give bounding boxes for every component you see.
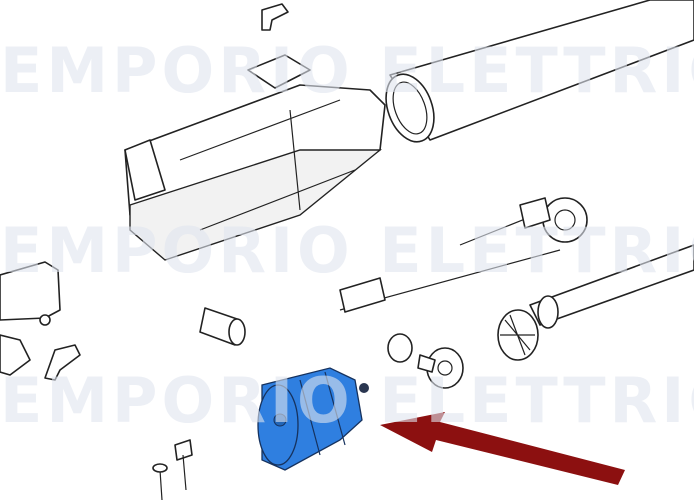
pointer-arrow <box>380 412 625 485</box>
bolt <box>39 314 51 326</box>
release-cover <box>247 54 311 89</box>
motor-highlighted[interactable] <box>257 367 369 471</box>
worm-screw <box>529 244 694 329</box>
gear-set <box>387 309 539 389</box>
screws <box>152 439 193 500</box>
watermark-text: EMPORIO ELETTRICO <box>0 214 694 287</box>
bracket-plate <box>0 334 31 376</box>
rear-bracket <box>0 261 61 321</box>
tube-cover <box>385 0 694 143</box>
bushing <box>199 307 246 346</box>
operator-housing <box>124 84 386 261</box>
limit-switch-assembly <box>339 197 588 313</box>
release-lever <box>44 344 81 381</box>
release-key <box>261 3 289 31</box>
